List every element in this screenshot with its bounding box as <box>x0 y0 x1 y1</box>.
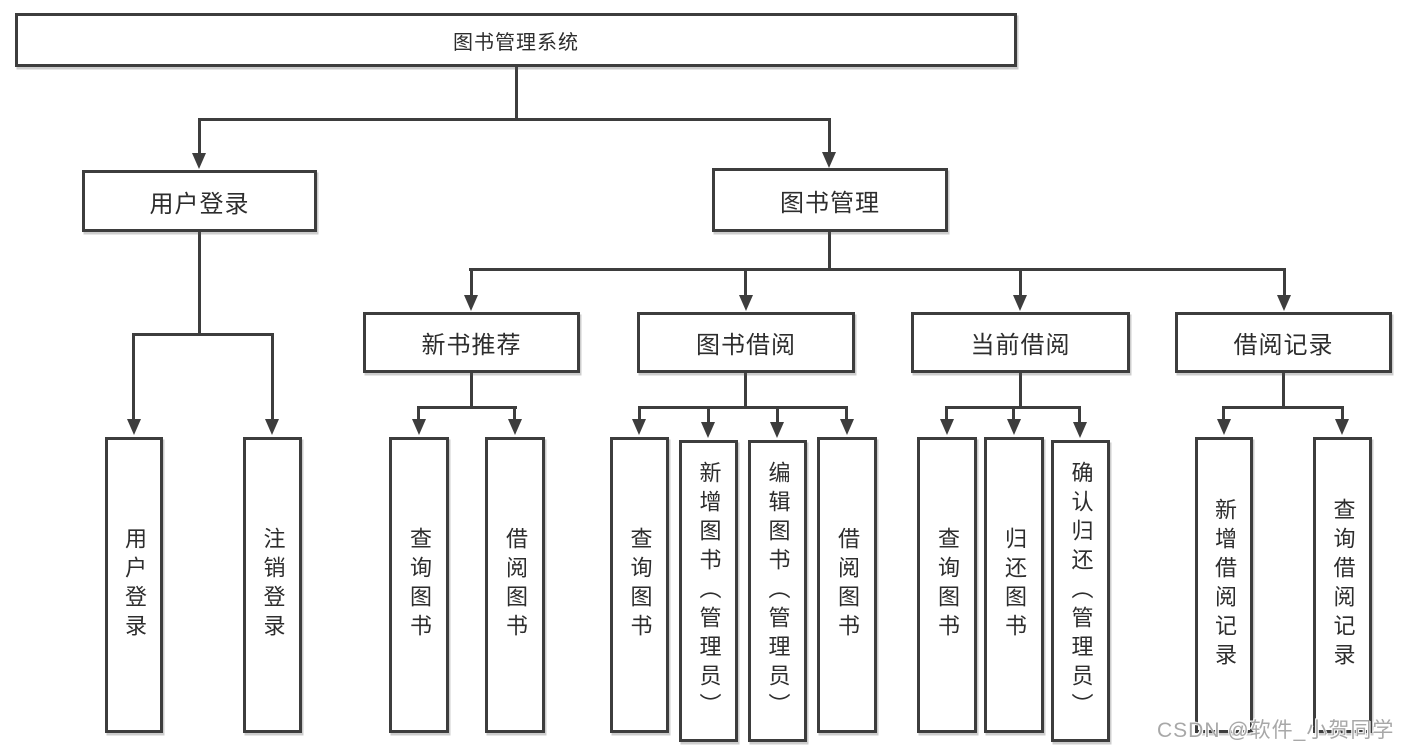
connector-to-current-borrowing <box>1019 268 1022 297</box>
leaf-recommend-query-books: 查询图书 <box>389 437 449 733</box>
arrow-to-new-book-recommend <box>464 295 478 311</box>
csdn-watermark: CSDN @软件_小贺同学 <box>1157 719 1395 742</box>
leaf-borrowing-borrow-books: 借阅图书 <box>817 437 877 733</box>
leaf-logout-label: 注销登录 <box>260 527 286 643</box>
connector-to-leaf-logout <box>271 333 274 421</box>
connector-to-current-query <box>945 406 948 421</box>
connector-records-split <box>1222 406 1343 409</box>
leaf-current-query-books-label: 查询图书 <box>935 527 960 643</box>
connector-current-stem <box>1019 373 1022 409</box>
connector-to-recommend-borrow <box>513 406 516 421</box>
connector-to-current-confirm <box>1078 406 1081 424</box>
arrow-to-current-confirm <box>1073 422 1087 438</box>
connector-borrowing-stem <box>744 373 747 409</box>
connector-to-records-add <box>1222 406 1225 421</box>
connector-borrowing-split <box>638 406 847 409</box>
connector-to-borrowing-edit <box>776 406 779 424</box>
connector-to-new-book-recommend <box>470 268 473 297</box>
arrow-to-current-query <box>940 419 954 435</box>
arrow-to-borrowing-query <box>632 419 646 435</box>
connector-to-book-management <box>828 118 831 154</box>
node-borrowing-records: 借阅记录 <box>1175 312 1392 373</box>
arrow-to-user-login <box>192 153 206 169</box>
node-user-login: 用户登录 <box>82 170 317 232</box>
arrow-to-current-return <box>1007 419 1021 435</box>
connector-to-recommend-query <box>417 406 420 421</box>
arrow-to-records-query <box>1335 419 1349 435</box>
connector-to-book-borrowing <box>744 268 747 297</box>
node-current-borrowing: 当前借阅 <box>911 312 1130 373</box>
leaf-borrowing-edit-books-label: 编辑图书（管理员） <box>765 460 791 722</box>
leaf-logout: 注销登录 <box>243 437 302 733</box>
arrow-to-leaf-logout <box>265 419 279 435</box>
leaf-recommend-borrow-books: 借阅图书 <box>485 437 545 733</box>
leaf-current-return-books-label: 归还图书 <box>1002 527 1027 643</box>
leaf-borrowing-query-books-label: 查询图书 <box>627 527 653 643</box>
leaf-records-query-record-label: 查询借阅记录 <box>1330 498 1356 672</box>
connector-to-borrowing-query <box>638 406 641 421</box>
connector-root-split <box>198 118 831 121</box>
connector-to-current-return <box>1012 406 1015 421</box>
leaf-current-return-books: 归还图书 <box>984 437 1044 733</box>
connector-records-stem <box>1282 373 1285 409</box>
arrow-to-current-borrowing <box>1013 295 1027 311</box>
connector-user-login-split <box>132 333 274 336</box>
leaf-borrowing-borrow-books-label: 借阅图书 <box>835 527 860 643</box>
leaf-borrowing-edit-books: 编辑图书（管理员） <box>748 440 807 742</box>
node-book-borrowing: 图书借阅 <box>637 312 855 373</box>
leaf-recommend-borrow-books-label: 借阅图书 <box>503 527 528 643</box>
connector-to-borrowing-records <box>1283 268 1286 297</box>
connector-to-leaf-user-login <box>132 333 135 421</box>
leaf-user-login-label: 用户登录 <box>122 527 147 643</box>
leaf-records-query-record: 查询借阅记录 <box>1313 437 1372 733</box>
node-book-management: 图书管理 <box>712 168 948 232</box>
connector-user-login-stem <box>198 232 201 336</box>
arrow-to-borrowing-edit <box>770 422 784 438</box>
node-root: 图书管理系统 <box>15 13 1017 67</box>
connector-book-management-split <box>469 268 1286 271</box>
connector-to-borrowing-add <box>707 406 710 424</box>
arrow-to-borrowing-add <box>701 422 715 438</box>
connector-to-user-login <box>198 118 201 155</box>
leaf-borrowing-query-books: 查询图书 <box>610 437 669 733</box>
arrow-to-leaf-user-login <box>127 419 141 435</box>
leaf-current-query-books: 查询图书 <box>917 437 977 733</box>
connector-to-records-query <box>1341 406 1344 421</box>
leaf-current-confirm-return: 确认归还（管理员） <box>1051 440 1110 742</box>
connector-to-borrowing-borrow <box>845 406 848 421</box>
leaf-records-add-record-label: 新增借阅记录 <box>1212 498 1237 672</box>
leaf-records-add-record: 新增借阅记录 <box>1195 437 1253 733</box>
leaf-recommend-query-books-label: 查询图书 <box>407 527 432 643</box>
arrow-to-recommend-query <box>412 419 426 435</box>
leaf-user-login: 用户登录 <box>105 437 163 733</box>
connector-recommend-split <box>417 406 517 409</box>
leaf-borrowing-add-books: 新增图书（管理员） <box>679 440 738 742</box>
arrow-to-recommend-borrow <box>508 419 522 435</box>
connector-book-management-stem <box>828 232 831 271</box>
arrow-to-book-management <box>822 152 836 168</box>
connector-recommend-stem <box>470 373 473 409</box>
arrow-to-records-add <box>1217 419 1231 435</box>
arrow-to-book-borrowing <box>739 295 753 311</box>
connector-root-stem <box>515 67 518 120</box>
arrow-to-borrowing-borrow <box>840 419 854 435</box>
leaf-borrowing-add-books-label: 新增图书（管理员） <box>696 460 722 722</box>
node-new-book-recommend: 新书推荐 <box>363 312 580 373</box>
leaf-current-confirm-return-label: 确认归还（管理员） <box>1068 460 1094 722</box>
arrow-to-borrowing-records <box>1277 295 1291 311</box>
